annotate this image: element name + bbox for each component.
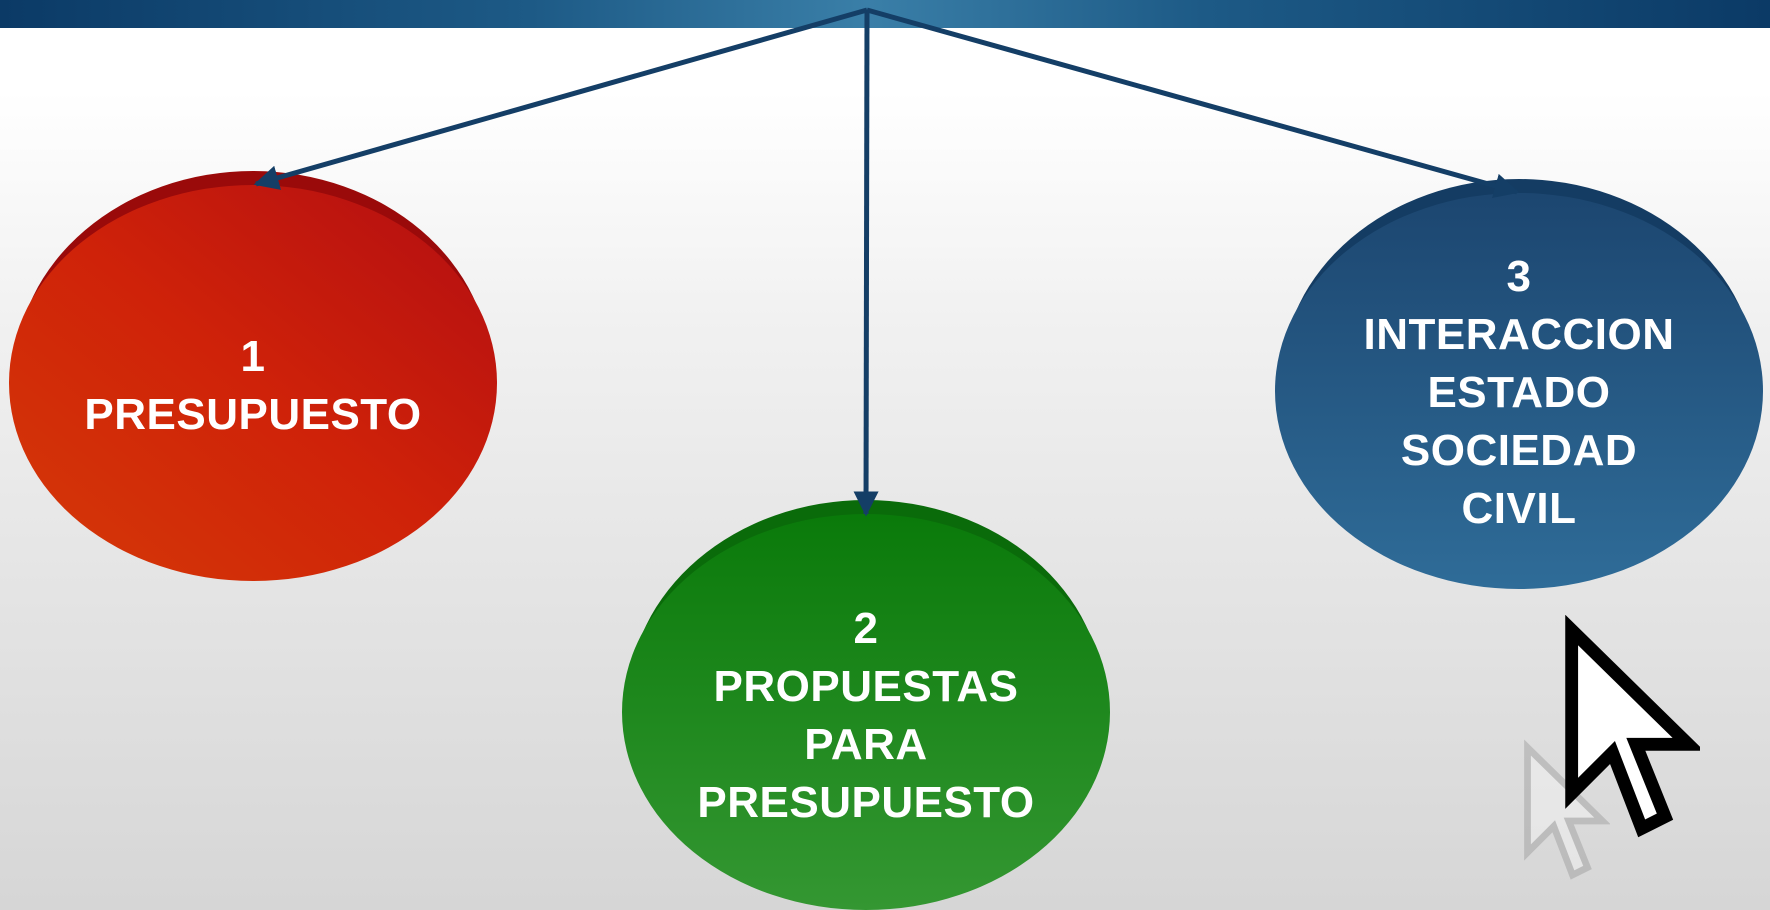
connector-to-node-1 [253,7,868,190]
node-3-ellipse [1275,193,1763,589]
node-3-line-2: ESTADO [1427,368,1611,417]
node-3-number: 3 [1506,252,1532,301]
node-2-ellipse [622,514,1110,910]
node-2-label: 2 PROPUESTAS PARA PRESUPUESTO [666,600,1066,832]
node-1-ellipse [9,185,497,581]
mouse-pointer-icon [1565,615,1700,838]
node-2-line-2: PARA [804,720,928,769]
node-3-label: 3 INTERACCION ESTADO SOCIEDAD CIVIL [1319,248,1719,538]
node-2-line-1: PROPUESTAS [713,662,1019,711]
node-2-propuestas-para-presupuesto[interactable] [622,500,1110,910]
node-3-line-1: INTERACCION [1363,310,1675,359]
node-1-line-1: PRESUPUESTO [84,390,422,439]
node-3-line-3: SOCIEDAD [1400,426,1638,475]
node-1-label: 1 PRESUPUESTO [53,328,453,444]
node-2-number: 2 [853,604,879,653]
connector-to-node-3 [866,7,1520,198]
connector-to-node-2 [853,9,879,517]
mouse-pointer-shadow-icon [1524,739,1610,880]
node-3-interaccion-estado-sociedad-civil[interactable] [1275,179,1763,589]
node-1-number: 1 [240,332,266,381]
node-3-line-4: CIVIL [1461,484,1577,533]
node-1-presupuesto[interactable] [9,171,497,581]
node-2-line-3: PRESUPUESTO [697,778,1035,827]
connectors [253,7,1520,517]
